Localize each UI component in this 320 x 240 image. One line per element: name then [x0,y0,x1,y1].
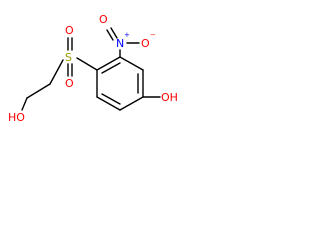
nitro-o-top-label: O [99,13,108,26]
nitro-o-right-label: O [141,37,150,50]
nitro-n-label: N [116,37,124,50]
nitro-n-charge: + [124,31,130,39]
ring-bond [96,56,121,71]
atom-labels: HO S O O N + O O − OH [8,13,178,124]
n-o-double-bond [110,27,118,39]
ring-bond [96,96,121,111]
sulfur-label: S [65,51,72,64]
phenol-oh-label: OH [161,91,178,104]
sulfonyl-o-bottom-label: O [65,77,74,90]
ring-bond [119,96,144,111]
n-o-double-bond [106,29,114,41]
ring-double-bond [101,62,121,74]
ring-double-bond [101,93,121,105]
bonds [21,27,161,111]
nitro-o-right-charge: − [150,31,156,39]
sulfonyl-o-top-label: O [65,24,74,37]
hydroxyl-o-label: HO [8,111,25,124]
ring-bond [119,56,144,71]
s-c-bond [49,59,64,85]
c-c-bond [26,83,51,99]
c-s-bond [76,57,98,71]
c-o-bond [21,97,28,111]
chemical-structure: HO S O O N + O O − OH [8,13,178,124]
